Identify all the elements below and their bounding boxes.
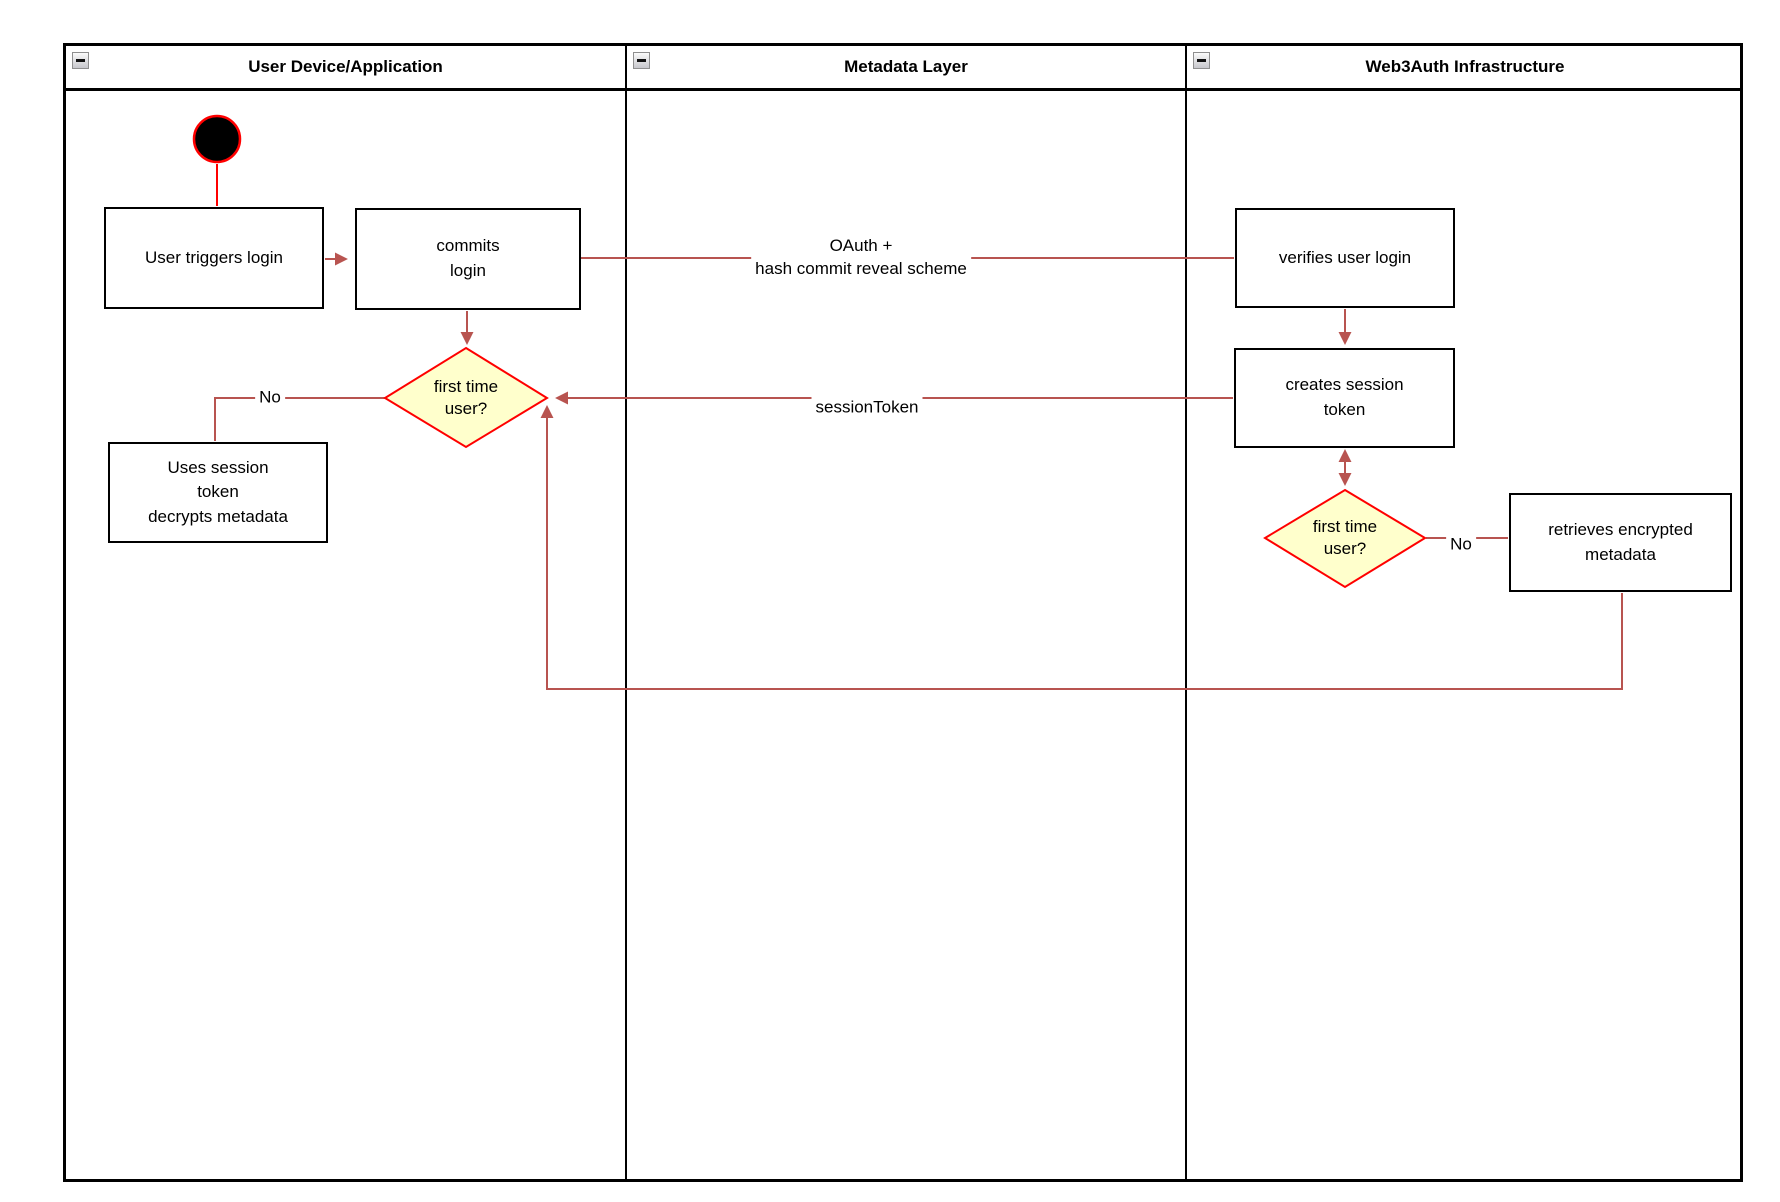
minus-icon	[76, 59, 85, 62]
node-verifies-user-login[interactable]: verifies user login	[1235, 208, 1455, 308]
lane-title: Metadata Layer	[844, 57, 968, 76]
lane-web3auth: Web3Auth Infrastructure	[1185, 46, 1743, 1179]
minus-icon	[637, 59, 646, 62]
edge-label-no-left: No	[255, 384, 285, 412]
decision-first-time-user-2[interactable]	[1263, 488, 1427, 589]
decision-first-time-user-1[interactable]	[383, 346, 549, 449]
collapse-button[interactable]	[633, 52, 650, 69]
start-node[interactable]	[192, 114, 242, 164]
edge-label-session-token: sessionToken	[811, 394, 923, 422]
edge-label-oauth: OAuth + hash commit reveal scheme	[751, 233, 971, 283]
node-creates-session-token[interactable]: creates session token	[1234, 348, 1455, 448]
edge-retrieves-metadata-to-decision-1	[540, 405, 1623, 690]
lane-user-device: User Device/Application	[66, 46, 625, 1179]
lane-metadata: Metadata Layer	[625, 46, 1185, 1179]
minus-icon	[1197, 59, 1206, 62]
node-uses-session-token[interactable]: Uses session token decrypts metadata	[108, 442, 328, 543]
node-user-triggers-login[interactable]: User triggers login	[104, 207, 324, 309]
collapse-button[interactable]	[1193, 52, 1210, 69]
diagram-frame: User Device/Application Metadata Layer W…	[63, 43, 1743, 1182]
lane-header-user-device: User Device/Application	[66, 46, 625, 91]
node-commits-login[interactable]: commits login	[355, 208, 581, 310]
edge-label-no-right: No	[1446, 531, 1476, 559]
lane-title: User Device/Application	[248, 57, 443, 76]
edge-decision-1-no-to-uses-session-token	[214, 397, 385, 441]
lane-header-metadata: Metadata Layer	[627, 46, 1185, 91]
lane-title: Web3Auth Infrastructure	[1365, 57, 1565, 76]
collapse-button[interactable]	[72, 52, 89, 69]
lane-header-web3auth: Web3Auth Infrastructure	[1187, 46, 1743, 91]
node-retrieves-encrypted-metadata[interactable]: retrieves encrypted metadata	[1509, 493, 1732, 592]
